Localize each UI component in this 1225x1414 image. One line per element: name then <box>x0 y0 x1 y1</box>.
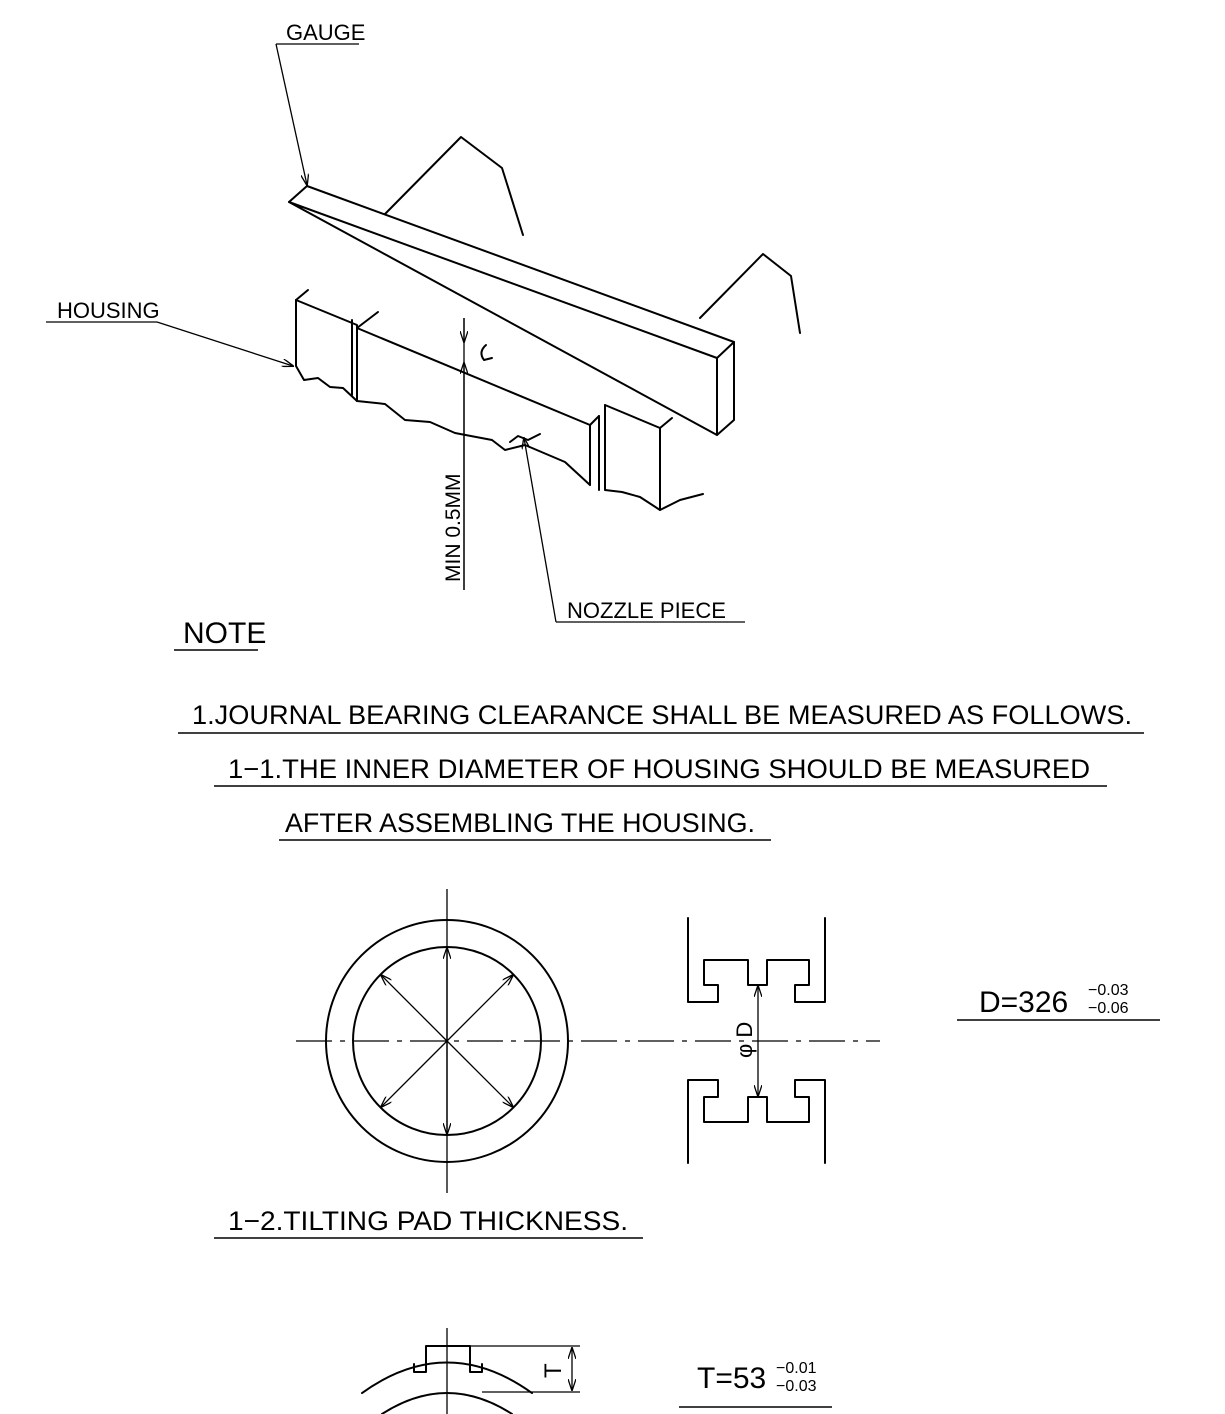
note-item-1-2: 1−2.TILTING PAD THICKNESS. <box>228 1206 628 1236</box>
diameter-tolerance-upper: −0.03 <box>1088 982 1129 999</box>
min-gap-label: MIN 0.5MM <box>442 473 465 582</box>
thickness-spec: T=53 −0.01 −0.03 <box>679 1360 832 1408</box>
housing-block-left <box>295 289 358 402</box>
leader-lines <box>46 43 745 623</box>
thickness-value: T=53 <box>697 1362 766 1395</box>
diameter-value: D=326 <box>979 986 1068 1019</box>
gauge-bar <box>288 185 735 436</box>
thickness-symbol-label: T <box>540 1363 567 1378</box>
rear-pad-right <box>699 253 801 334</box>
gauge-label: GAUGE <box>286 20 365 45</box>
note-heading: NOTE <box>183 617 266 650</box>
notes-block: NOTE 1.JOURNAL BEARING CLEARANCE SHALL B… <box>174 617 1144 1239</box>
note-item-1-1-line2: AFTER ASSEMBLING THE HOUSING. <box>285 808 755 838</box>
diameter-spec: D=326 −0.03 −0.06 <box>957 982 1160 1021</box>
diameter-symbol-label: φ D <box>732 1022 757 1058</box>
thickness-tolerance-upper: −0.01 <box>776 1360 817 1377</box>
rear-pad-left <box>384 136 524 236</box>
housing-label: HOUSING <box>57 298 160 323</box>
note-item-1: 1.JOURNAL BEARING CLEARANCE SHALL BE MEA… <box>192 700 1132 730</box>
housing-block-right <box>598 404 704 511</box>
gauge-assembly-view: GAUGE HOUSING MIN 0.5MM NOZZLE PIECE <box>46 20 801 623</box>
nozzle-piece-block <box>356 311 600 486</box>
tilting-pad-view: T <box>361 1328 580 1414</box>
housing-circle-view <box>296 889 880 1193</box>
thickness-tolerance-lower: −0.03 <box>776 1378 817 1395</box>
housing-section-view: φ D <box>687 917 826 1164</box>
note-item-1-1-line1: 1−1.THE INNER DIAMETER OF HOUSING SHOULD… <box>228 754 1090 784</box>
diameter-tolerance-lower: −0.06 <box>1088 1000 1129 1017</box>
nozzle-piece-label: NOZZLE PIECE <box>567 598 726 623</box>
